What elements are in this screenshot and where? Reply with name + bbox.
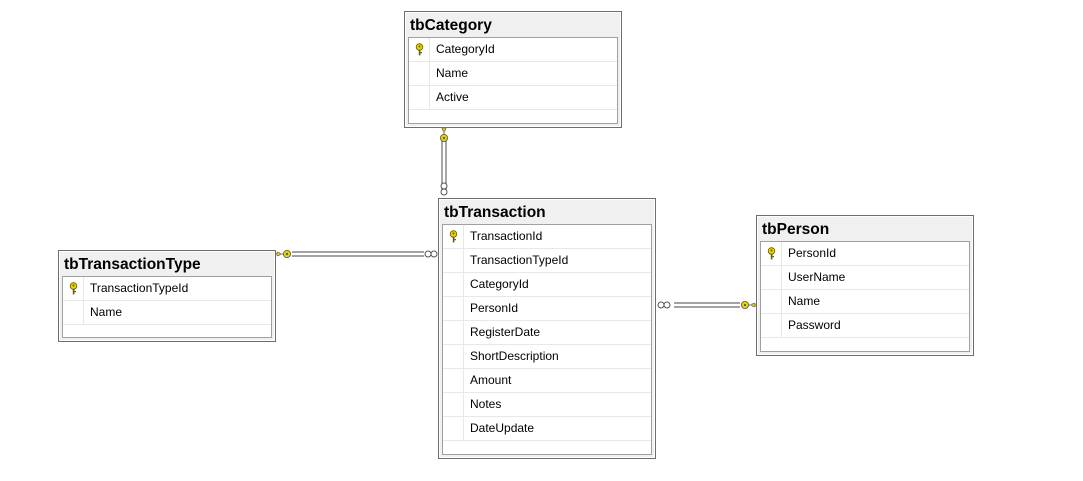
infinity-endpoint-icon [657,301,671,309]
column-name: Name [90,305,123,319]
column-row[interactable]: Amount [443,369,651,393]
column-row[interactable]: Name [409,62,617,86]
column-row[interactable]: Name [761,290,969,314]
column-name: PersonId [788,246,837,260]
column-name: TransactionId [470,229,543,243]
column-row[interactable]: CategoryId [409,38,617,62]
column-row[interactable]: TransactionTypeId [63,277,271,301]
column-name: Notes [470,397,502,411]
key-icon [767,247,776,260]
column-grid: CategoryId Name Active [408,37,618,124]
key-endpoint-icon [741,300,756,309]
key-icon [415,43,424,56]
column-name: DateUpdate [470,421,535,435]
column-name: TransactionTypeId [90,281,189,295]
column-grid: PersonId UserName Name Password [760,241,970,352]
relationship-transaction-person [657,300,756,309]
table-tbcategory[interactable]: tbCategory CategoryId Name Active [404,11,622,128]
column-name: TransactionTypeId [470,253,569,267]
column-name: PersonId [470,301,519,315]
column-row[interactable]: Name [63,301,271,325]
column-name: Name [788,294,821,308]
column-grid: TransactionId TransactionTypeId Category… [442,224,652,455]
column-name: UserName [788,270,846,284]
table-tbperson[interactable]: tbPerson PersonId UserName Name Password [756,215,974,356]
column-row[interactable]: DateUpdate [443,417,651,441]
column-grid: TransactionTypeId Name [62,276,272,338]
table-title: tbPerson [762,221,830,238]
infinity-endpoint-icon [440,182,448,196]
key-icon [69,282,78,295]
table-title: tbTransactionType [64,256,201,273]
column-row[interactable]: ShortDescription [443,345,651,369]
column-name: Amount [470,373,512,387]
column-row[interactable]: UserName [761,266,969,290]
key-icon [449,230,458,243]
column-row[interactable]: Active [409,86,617,110]
column-name: Active [436,90,469,104]
table-title: tbCategory [410,17,492,34]
table-tbtransaction[interactable]: tbTransaction TransactionId TransactionT… [438,198,656,459]
column-name: CategoryId [436,42,495,56]
column-row[interactable]: TransactionTypeId [443,249,651,273]
relationship-category-transaction [439,127,448,196]
column-row[interactable]: RegisterDate [443,321,651,345]
key-endpoint-icon [276,249,291,258]
column-row[interactable]: TransactionId [443,225,651,249]
table-tbtransactiontype[interactable]: tbTransactionType TransactionTypeId Name [58,250,276,342]
infinity-endpoint-icon [424,250,438,258]
column-name: ShortDescription [470,349,559,363]
column-name: Password [788,318,841,332]
column-row[interactable]: PersonId [443,297,651,321]
relationship-transactiontype-transaction [276,249,438,258]
column-name: RegisterDate [470,325,541,339]
column-row[interactable]: CategoryId [443,273,651,297]
column-name: Name [436,66,469,80]
column-row[interactable]: Notes [443,393,651,417]
key-endpoint-icon [439,127,448,142]
column-row[interactable]: PersonId [761,242,969,266]
column-name: CategoryId [470,277,529,291]
table-title: tbTransaction [444,204,546,221]
column-row[interactable]: Password [761,314,969,338]
